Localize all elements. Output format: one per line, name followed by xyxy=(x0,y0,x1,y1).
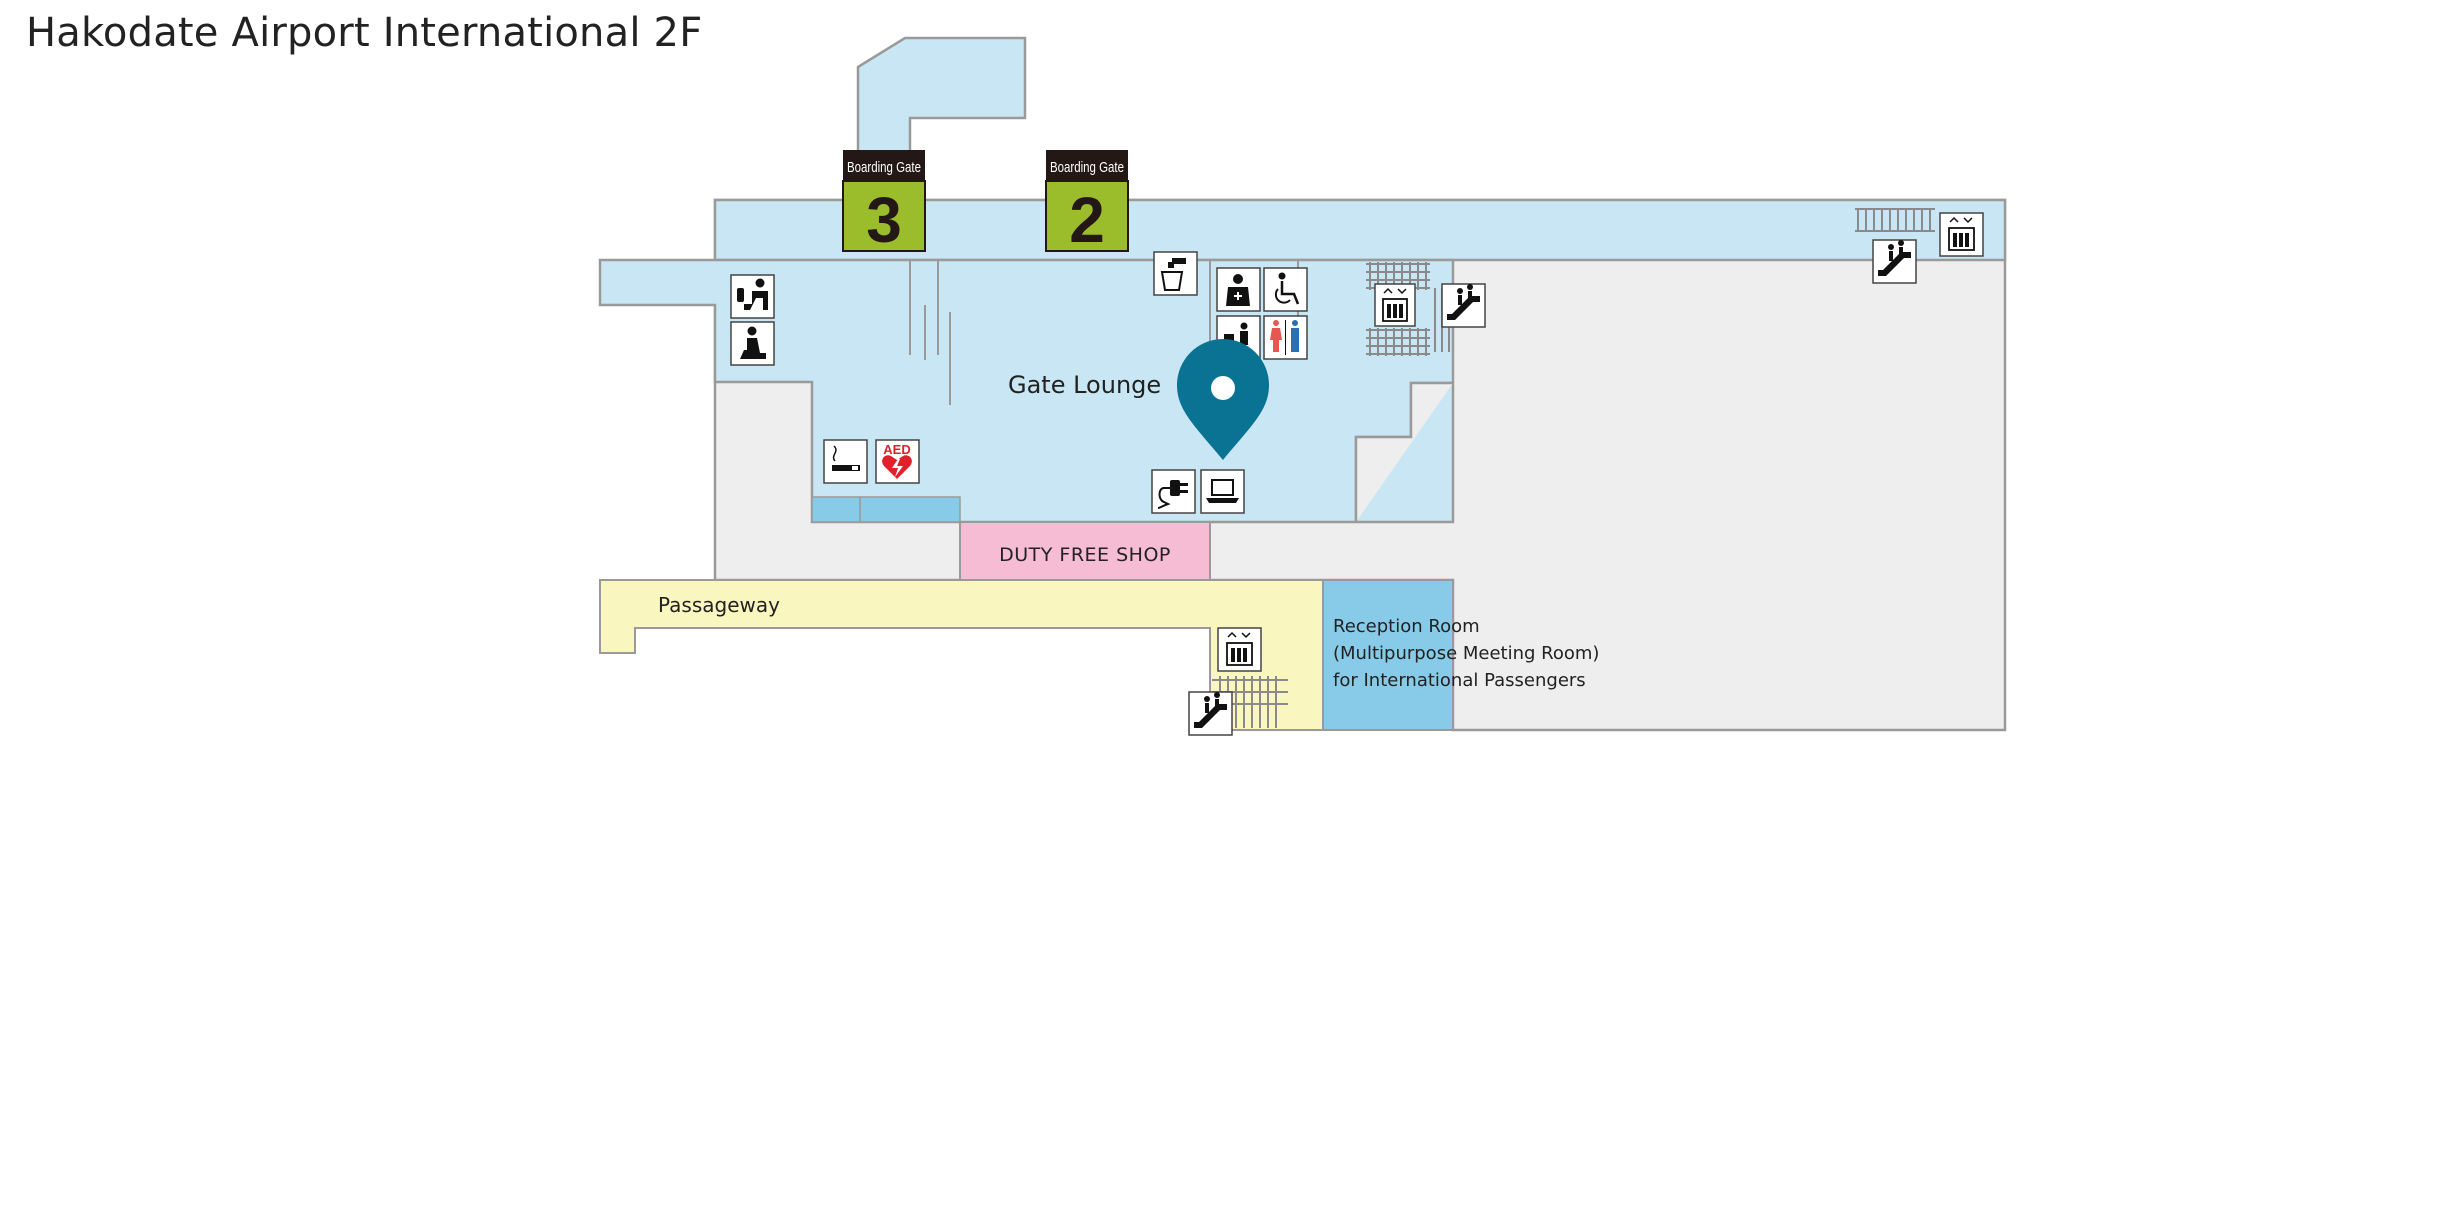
gate-2-number: 2 xyxy=(1069,184,1105,256)
boarding-gate-2-sign[interactable]: Boarding Gate 2 xyxy=(1045,150,1129,256)
prayer-room-icon[interactable] xyxy=(730,321,775,366)
smoking-area-icon[interactable] xyxy=(823,439,868,484)
nursing-room-icon[interactable] xyxy=(1216,267,1261,312)
wheelchair-icon[interactable] xyxy=(1263,267,1308,312)
passageway-label: Passageway xyxy=(658,593,780,617)
gate-3-header: Boarding Gate xyxy=(847,159,921,176)
duty-free-shop-label: DUTY FREE SHOP xyxy=(999,544,1171,566)
reception-room-area[interactable] xyxy=(1322,579,1454,731)
gate-3-number: 3 xyxy=(866,184,902,256)
elevator-icon[interactable] xyxy=(1939,212,1984,257)
aed-label: AED xyxy=(883,442,910,457)
lounge-strip xyxy=(859,496,961,523)
elevator-icon[interactable] xyxy=(1217,627,1262,672)
reception-room-label: Reception Room (Multipurpose Meeting Roo… xyxy=(1333,616,1605,691)
escalator-icon[interactable] xyxy=(1872,239,1917,284)
room-wall xyxy=(1354,381,1453,522)
reception-line-1: Reception Room xyxy=(1333,616,1480,637)
water-fountain-icon[interactable] xyxy=(1153,251,1198,296)
aed-icon[interactable]: AED xyxy=(875,439,920,484)
baby-care-icon[interactable] xyxy=(730,274,775,319)
reception-line-2: (Multipurpose Meeting Room) xyxy=(1333,643,1599,664)
escalator-icon[interactable] xyxy=(1441,283,1486,328)
boarding-bridge xyxy=(856,36,1027,154)
escalator-icon[interactable] xyxy=(1188,691,1233,736)
restroom-icon[interactable] xyxy=(1263,315,1308,360)
stairs xyxy=(1366,328,1430,356)
gate-lounge-label: Gate Lounge xyxy=(1008,371,1161,399)
reception-line-3: for International Passengers xyxy=(1333,670,1586,691)
gate-2-header: Boarding Gate xyxy=(1050,159,1124,176)
concourse-corridor xyxy=(713,198,2007,262)
stairs xyxy=(1855,208,1935,232)
power-outlet-icon[interactable] xyxy=(1151,469,1196,514)
elevator-icon[interactable] xyxy=(1374,283,1416,327)
internet-laptop-icon[interactable] xyxy=(1200,469,1245,514)
page-title: Hakodate Airport International 2F xyxy=(26,10,703,56)
boarding-gate-3-sign[interactable]: Boarding Gate 3 xyxy=(842,150,926,256)
location-marker-icon[interactable] xyxy=(1177,339,1269,460)
lounge-strip xyxy=(811,496,861,523)
